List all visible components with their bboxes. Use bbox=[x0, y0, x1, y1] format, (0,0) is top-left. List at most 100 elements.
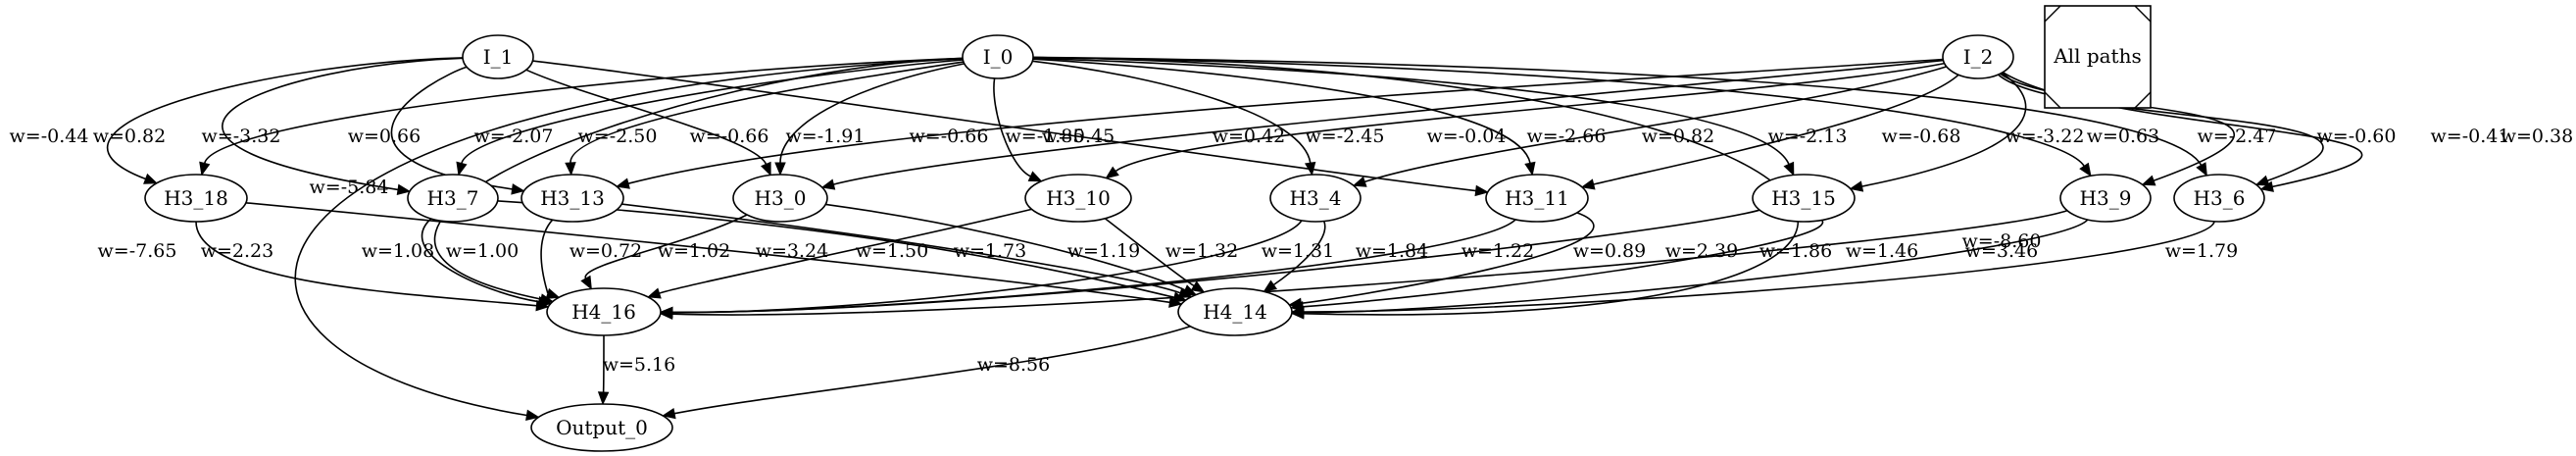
edge-weight-label: w=1.08 bbox=[362, 240, 435, 262]
arrowhead-I_1-to-H3_11 bbox=[1474, 184, 1490, 197]
edge-I_0-to-H3_18 bbox=[203, 57, 964, 164]
node-I_0: I_0 bbox=[962, 34, 1034, 79]
edge-I_0-to-H4_16 bbox=[433, 57, 964, 300]
edge-weight-label: w=1.86 bbox=[1759, 240, 1833, 262]
node-Output_0: Output_0 bbox=[530, 403, 673, 452]
edge-weight-label: w=0.42 bbox=[1213, 126, 1286, 147]
edge-I_0-to-H3_6 bbox=[1032, 56, 2203, 166]
node-ellipse bbox=[530, 403, 673, 452]
edge-H3_13-to-H4_16 bbox=[540, 219, 554, 295]
node-label: H3_13 bbox=[540, 186, 605, 210]
edge-weight-label: w=0.72 bbox=[570, 240, 643, 262]
edge-weight-label: w=1.02 bbox=[658, 240, 731, 262]
arrowhead-H3_10-to-H4_16 bbox=[646, 287, 662, 299]
node-ellipse bbox=[1024, 174, 1132, 223]
edge-H3_9-to-H4_14 bbox=[1303, 219, 2089, 314]
edge-weight-label: w=-8.60 bbox=[1962, 230, 2042, 252]
node-label: H3_11 bbox=[1505, 186, 1569, 210]
node-label: H3_15 bbox=[1771, 186, 1836, 210]
edge-weight-label: w=-7.65 bbox=[98, 240, 177, 262]
arrowhead-H3_9-to-H4_16 bbox=[659, 308, 673, 320]
edge-H3_7-to-H4_16 bbox=[421, 218, 539, 303]
edge-I_2-to-H3_13 bbox=[627, 58, 1944, 184]
arrowhead-I_2-to-H3_4 bbox=[1352, 176, 1367, 187]
edge-weight-label: w=0.63 bbox=[2087, 126, 2160, 147]
edge-weight-label: w=-0.66 bbox=[910, 126, 989, 147]
edge-H3_0-to-H4_14 bbox=[825, 203, 1186, 291]
arrowhead-I_0-to-H3_11 bbox=[1524, 161, 1536, 177]
node-H3_7: H3_7 bbox=[407, 174, 499, 223]
edge-weight-label: w=-2.45 bbox=[1306, 126, 1385, 147]
edge-weight-label: w=-2.07 bbox=[474, 126, 554, 147]
edge-I_2-to-H3_0 bbox=[833, 59, 1944, 185]
edge-weight-label: w=2.23 bbox=[201, 240, 274, 262]
edge-weight-label: w=1.84 bbox=[1356, 240, 1429, 262]
edge-weight-label: w=-0.66 bbox=[690, 126, 769, 147]
node-ellipse bbox=[1177, 287, 1293, 336]
node-label: H4_16 bbox=[571, 300, 636, 324]
edge-I_1-to-H3_0 bbox=[525, 69, 768, 165]
edge-weight-label: w=-2.50 bbox=[578, 126, 658, 147]
arrowhead-I_0-to-H3_6 bbox=[2196, 162, 2207, 177]
arrowhead-H3_0-to-H4_16 bbox=[580, 275, 592, 290]
node-label: H3_6 bbox=[2194, 186, 2246, 210]
arrowhead-I_0-to-H3_18 bbox=[199, 161, 211, 177]
edge-weight-label: w=-2.47 bbox=[2198, 126, 2277, 147]
edge-weight-label: w=1.50 bbox=[856, 240, 929, 262]
node-label: H3_0 bbox=[755, 186, 807, 210]
edge-weight-label: w=5.16 bbox=[603, 354, 676, 376]
node-label: H3_9 bbox=[2080, 186, 2132, 210]
node-ellipse bbox=[546, 287, 662, 336]
edge-weight-label: w=1.19 bbox=[1067, 240, 1141, 262]
node-H3_0: H3_0 bbox=[732, 174, 828, 223]
edge-H3_9-to-H4_16 bbox=[671, 209, 2068, 316]
edge-weight-label: w=1.32 bbox=[1165, 240, 1239, 262]
edge-I_1-to-H3_18 bbox=[106, 57, 464, 180]
node-ellipse bbox=[1269, 174, 1362, 223]
node-label: H4_14 bbox=[1203, 300, 1267, 324]
arrowhead-I_0-to-H3_7 bbox=[456, 161, 468, 177]
arrowhead-I_1-to-H3_7 bbox=[396, 183, 412, 195]
arrowhead-I_0-to-H3_13 bbox=[565, 162, 576, 177]
legend-box: All paths bbox=[2044, 5, 2152, 109]
edge-weight-label: w=3.24 bbox=[756, 240, 829, 262]
edge-weight-label: w=-3.32 bbox=[202, 126, 281, 147]
node-label: I_1 bbox=[483, 45, 514, 69]
edge-I_1-to-H3_7 bbox=[222, 57, 464, 191]
edge-weight-label: w=-1.91 bbox=[786, 126, 866, 147]
edge-H3_10-to-H4_16 bbox=[659, 208, 1032, 294]
edge-I_2-to-H3_10 bbox=[1115, 62, 1945, 173]
arrowhead-I_2-to-H3_15 bbox=[1849, 180, 1864, 192]
node-H4_14: H4_14 bbox=[1177, 287, 1293, 336]
edge-H3_0-to-H4_16 bbox=[584, 214, 748, 279]
arrowhead-I_1-to-H3_18 bbox=[143, 173, 159, 184]
arrowhead-I_0-to-H3_4 bbox=[1304, 161, 1316, 177]
edge-I_1-to-H3_11 bbox=[532, 60, 1476, 192]
arrowhead-H3_13-to-H4_16 bbox=[545, 287, 561, 299]
node-ellipse bbox=[520, 174, 624, 223]
edge-weight-label: w=0.66 bbox=[348, 126, 421, 147]
edge-weight-label: w=-5.84 bbox=[310, 177, 389, 198]
edge-I_0-to-H3_10 bbox=[993, 77, 1031, 177]
node-ellipse bbox=[1942, 34, 2014, 79]
edge-H3_11-to-H4_14 bbox=[1301, 212, 1595, 305]
arrowhead-I_2-to-H3_6 bbox=[2254, 175, 2270, 186]
edge-weight-label: w=0.89 bbox=[1573, 240, 1647, 262]
edge-I_0-to-H3_4 bbox=[1032, 60, 1312, 164]
edge-weight-label: w=-0.60 bbox=[2317, 126, 2397, 147]
edge-I_1-to-H3_13 bbox=[390, 66, 513, 190]
edge-weight-label: w=0.45 bbox=[1042, 126, 1115, 147]
node-label: H3_10 bbox=[1046, 186, 1111, 210]
edge-weight-label: w=-0.68 bbox=[1882, 126, 1961, 147]
arrowhead-H3_10-to-H4_14 bbox=[1190, 280, 1206, 293]
node-ellipse bbox=[462, 34, 534, 79]
node-H3_9: H3_9 bbox=[2059, 174, 2152, 223]
node-ellipse bbox=[1485, 174, 1589, 223]
node-ellipse bbox=[732, 174, 828, 223]
node-label: I_2 bbox=[1963, 45, 1994, 69]
node-ellipse bbox=[1752, 174, 1856, 223]
arrowhead-H3_6-to-H4_14 bbox=[1290, 306, 1305, 318]
edge-weight-label: w=1.73 bbox=[954, 240, 1027, 262]
